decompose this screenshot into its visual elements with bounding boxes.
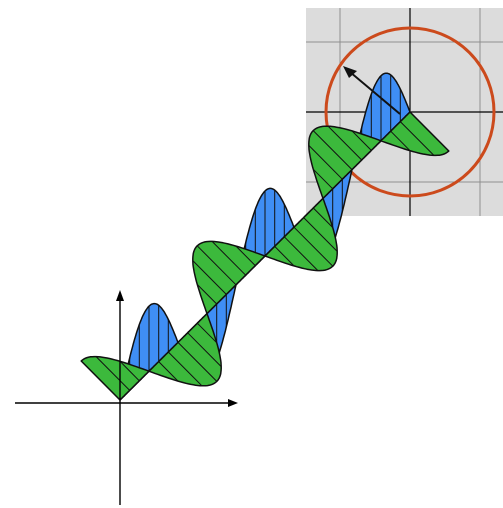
horizontal-field-hatch	[177, 342, 218, 382]
vertical-axis-arrowhead	[116, 290, 124, 301]
field-vector-shaft	[349, 71, 401, 115]
horizontal-field-hatch	[312, 207, 334, 228]
horizontal-field-hatch	[80, 360, 121, 401]
field-vector	[343, 66, 401, 115]
horizontal-field-hatch	[293, 226, 334, 267]
horizontal-field-hatch	[303, 217, 338, 252]
horizontal-field-hatch	[192, 260, 227, 295]
field-vector-arrowhead	[343, 66, 357, 78]
horizontal-field-hatch	[409, 111, 450, 152]
horizontal-field-hatch	[283, 236, 319, 271]
horizontal-field-hatch	[308, 145, 343, 180]
horizontal-field-hatch	[167, 351, 203, 387]
horizontal-axis-arrowhead	[228, 399, 238, 407]
horizontal-field-hatch	[235, 245, 256, 266]
propagation-axis	[119, 111, 411, 401]
horizontal-field-hatch	[312, 168, 334, 190]
horizontal-field-hatch	[274, 246, 295, 267]
horizontal-field-hatch	[327, 125, 363, 161]
horizontal-field-hatch	[196, 245, 237, 286]
horizontal-field-hatch	[196, 322, 218, 344]
horizontal-field-hatch	[312, 130, 353, 170]
horizontal-field-hatch	[390, 130, 411, 152]
horizontal-field-hatch	[399, 121, 435, 156]
wave-layer	[80, 72, 450, 401]
horizontal-field-hatch	[119, 360, 140, 382]
polarization-circle	[324, 26, 496, 198]
horizontal-field-hatch	[351, 130, 372, 151]
main-axes	[15, 290, 238, 505]
horizontal-field-hatch	[187, 332, 222, 367]
horizontal-field-hatch	[196, 284, 218, 305]
horizontal-field-hatch	[211, 241, 247, 276]
horizontal-field-hatch	[158, 361, 179, 382]
horizontal-field-hatch	[95, 356, 131, 391]
